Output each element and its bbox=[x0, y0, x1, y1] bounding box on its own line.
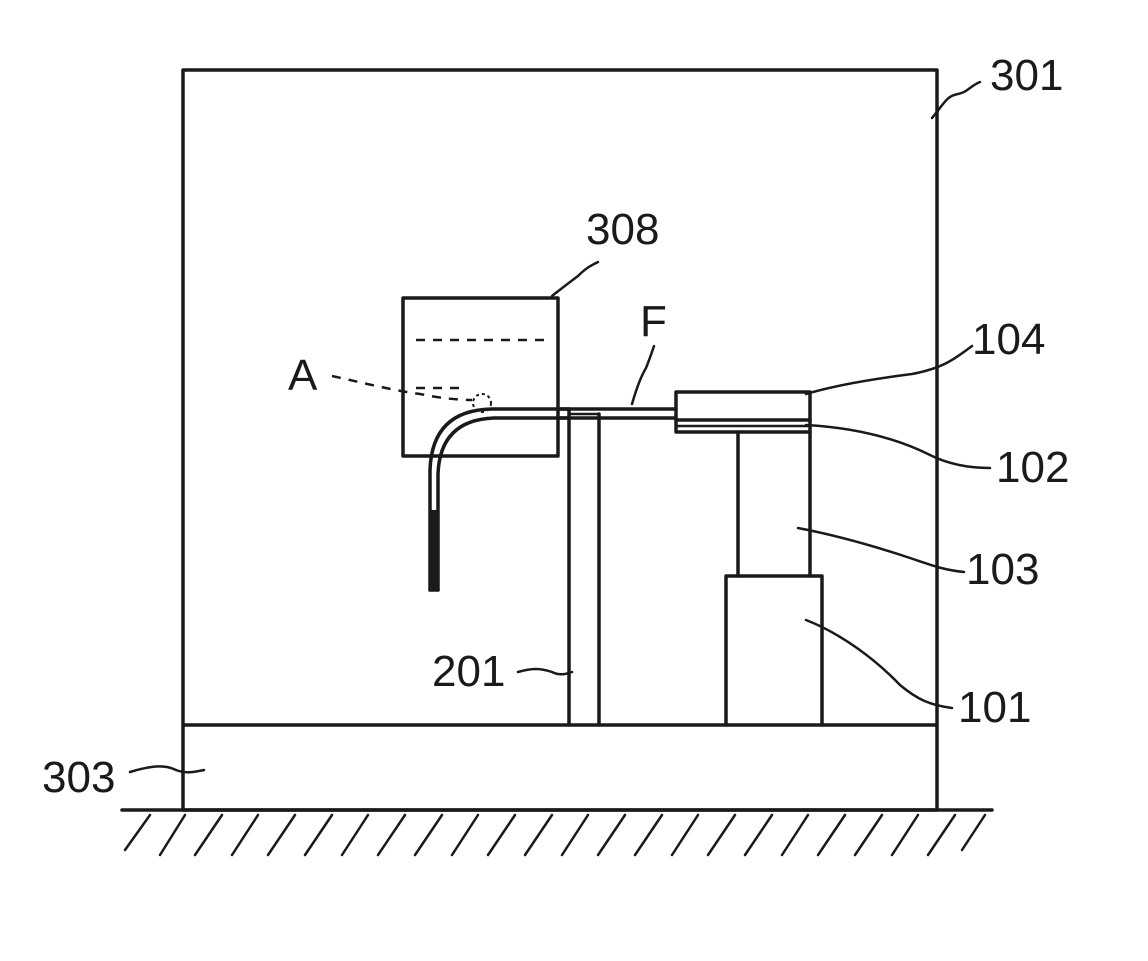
post-103 bbox=[738, 432, 810, 576]
base-block-101 bbox=[726, 576, 822, 725]
label-308: 308 bbox=[586, 205, 659, 254]
block-308 bbox=[403, 298, 558, 456]
label-104: 104 bbox=[972, 315, 1045, 364]
label-103: 103 bbox=[966, 545, 1039, 594]
label-101: 101 bbox=[958, 683, 1031, 732]
ground-hatching bbox=[122, 810, 992, 855]
support-column-201 bbox=[569, 409, 599, 725]
fiber-curve bbox=[430, 409, 568, 590]
plate-assembly bbox=[676, 392, 810, 432]
label-303: 303 bbox=[42, 753, 115, 802]
label-f: F bbox=[640, 297, 667, 346]
leader-lines bbox=[130, 82, 990, 772]
housing-outline bbox=[183, 70, 937, 810]
label-102: 102 bbox=[996, 443, 1069, 492]
label-a: A bbox=[288, 351, 318, 400]
label-301: 301 bbox=[990, 51, 1063, 100]
label-201: 201 bbox=[432, 647, 505, 696]
